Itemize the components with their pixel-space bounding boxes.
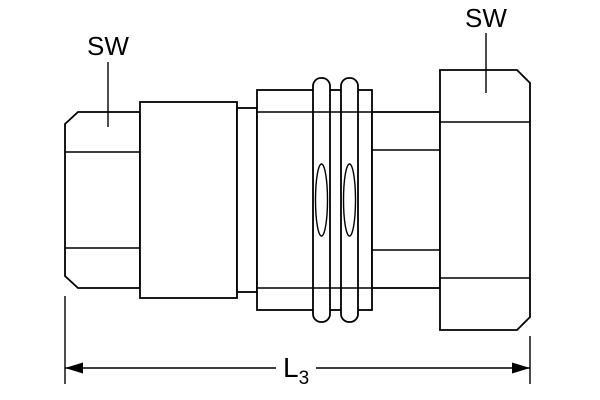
- wrench-size-label-left: SW: [87, 31, 129, 61]
- length-dimension-subscript: 3: [299, 368, 310, 389]
- rib-oval-left: [314, 163, 329, 237]
- left-hex-nut: [64, 111, 141, 289]
- length-dimension-label: L3: [283, 352, 309, 389]
- neck-ring: [236, 107, 258, 293]
- body-cylinder: [139, 101, 238, 299]
- right-hex-nut: [439, 69, 531, 331]
- dimension-arrowhead-right: [512, 362, 530, 374]
- length-dimension-letter: L: [283, 352, 299, 383]
- right-neck: [371, 111, 441, 289]
- wrench-size-label-right: SW: [465, 3, 507, 33]
- dimension-arrowhead-left: [65, 362, 83, 374]
- sleeve-rib-left: [312, 77, 331, 323]
- sleeve-rib-right: [340, 77, 359, 323]
- rib-oval-right: [342, 163, 357, 237]
